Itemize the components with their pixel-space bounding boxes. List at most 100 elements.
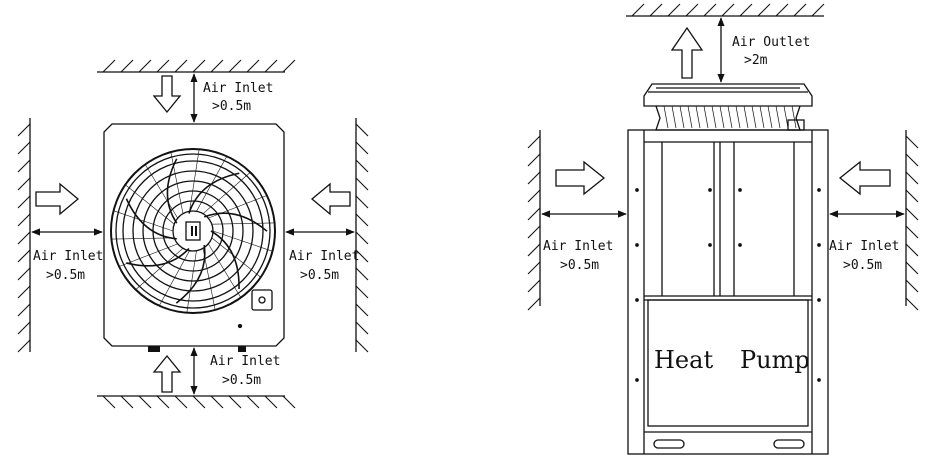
right-view-left-label: Air Inlet [543, 239, 613, 254]
hatch-mark [905, 261, 919, 275]
fan-blade [210, 230, 240, 289]
left-view-right-distance: >0.5m [300, 268, 339, 283]
hatch-mark [527, 171, 541, 185]
fan-grille-rib [735, 105, 741, 129]
fan-guard-spoke [111, 237, 175, 240]
right-view-outlet-arrow [670, 26, 704, 79]
fan-blade [126, 247, 190, 267]
fan-blade [188, 172, 240, 214]
hatch-mark [527, 261, 541, 275]
hatch-mark [905, 153, 919, 167]
hatch-mark [793, 3, 807, 17]
fan-grille-rib [775, 105, 781, 129]
hatch-mark [246, 59, 260, 73]
fan-guard-spoke [144, 164, 178, 219]
fan-guard-spoke [186, 250, 197, 313]
fan-grille-rib [679, 105, 685, 129]
right-view-left-distance: >0.5m [560, 258, 599, 273]
fan-guard-spoke [170, 151, 184, 214]
fan-grille-rib [695, 105, 701, 129]
fan-guard-spoke [212, 230, 273, 252]
fan-grille-rib [791, 105, 797, 129]
left-view-left-distance: >0.5m [46, 268, 85, 283]
hatch-mark [527, 297, 541, 311]
hatch-mark [527, 189, 541, 203]
hatch-mark [355, 141, 369, 155]
fan-grille-rib [711, 105, 717, 129]
hatch-mark [17, 303, 31, 317]
hatch-mark [355, 231, 369, 245]
fan-guard-spoke [208, 243, 242, 298]
hatch-mark [905, 135, 919, 149]
hatch-mark [17, 339, 31, 353]
hatch-mark [905, 297, 919, 311]
hatch-mark [905, 207, 919, 221]
hatch-mark [811, 3, 825, 17]
hatch-mark [156, 395, 170, 409]
hatch-mark [527, 243, 541, 257]
left-view-bottom-distance: >0.5m [222, 373, 261, 388]
hatch-mark [527, 225, 541, 239]
fan-blade [175, 244, 206, 304]
left-view-bottom-inlet-arrow [152, 354, 182, 393]
fan-guard-spoke [118, 243, 178, 267]
right-view-right-distance: >0.5m [843, 258, 882, 273]
right-view-top-distance: >2m [744, 53, 768, 68]
hatch-mark [355, 159, 369, 173]
hatch-mark [17, 249, 31, 263]
hatch-mark [355, 123, 369, 137]
right-view-unit-body [627, 129, 829, 455]
hatch-mark [527, 207, 541, 221]
hatch-mark [120, 59, 134, 73]
hatch-mark [667, 3, 681, 17]
hatch-mark [685, 3, 699, 17]
hatch-mark [138, 395, 152, 409]
fan-guard-spoke [202, 248, 216, 311]
fan-grille-rib [759, 105, 765, 129]
hatch-mark [17, 177, 31, 191]
hatch-mark [739, 3, 753, 17]
top-fan-assembly [643, 83, 813, 131]
fan-guard-spoke [208, 195, 268, 219]
hatch-mark [174, 59, 188, 73]
fan-guard-spoke [196, 156, 228, 212]
hatch-mark [17, 231, 31, 245]
fan-guard-spoke [202, 172, 251, 214]
hatch-mark [905, 171, 919, 185]
hatch-mark [210, 395, 224, 409]
hatch-mark [355, 267, 369, 281]
hatch-mark [228, 59, 242, 73]
left-view-top-label: Air Inlet [203, 81, 273, 96]
hatch-mark [905, 279, 919, 293]
fan-grille-rib [783, 105, 789, 129]
hatch-mark [355, 249, 369, 263]
hatch-mark [355, 213, 369, 227]
left-view-right-inlet-arrow [310, 182, 351, 216]
hatch-mark [355, 339, 369, 353]
hatch-mark [138, 59, 152, 73]
hatch-mark [228, 395, 242, 409]
hatch-mark [355, 303, 369, 317]
fan-guard-spoke [158, 250, 190, 306]
hatch-mark [631, 3, 645, 17]
left-view-top-inlet-arrow [152, 75, 182, 114]
hatch-mark [102, 395, 116, 409]
fan-blade [203, 212, 268, 232]
fan-guard-spoke [211, 237, 261, 278]
hatch-mark [192, 395, 206, 409]
hatch-mark [527, 279, 541, 293]
fan-guard-spoke [125, 184, 175, 225]
right-view-top-label: Air Outlet [732, 35, 810, 50]
hatch-mark [703, 3, 717, 17]
fan-grille-rib [751, 105, 757, 129]
hatch-mark [527, 153, 541, 167]
fan-guard-spoke [113, 210, 174, 232]
hatch-mark [210, 59, 224, 73]
hatch-mark [355, 195, 369, 209]
hatch-mark [905, 243, 919, 257]
hatch-mark [905, 189, 919, 203]
hatch-mark [17, 213, 31, 227]
fan-grille-rib [671, 105, 677, 129]
hatch-mark [120, 395, 134, 409]
